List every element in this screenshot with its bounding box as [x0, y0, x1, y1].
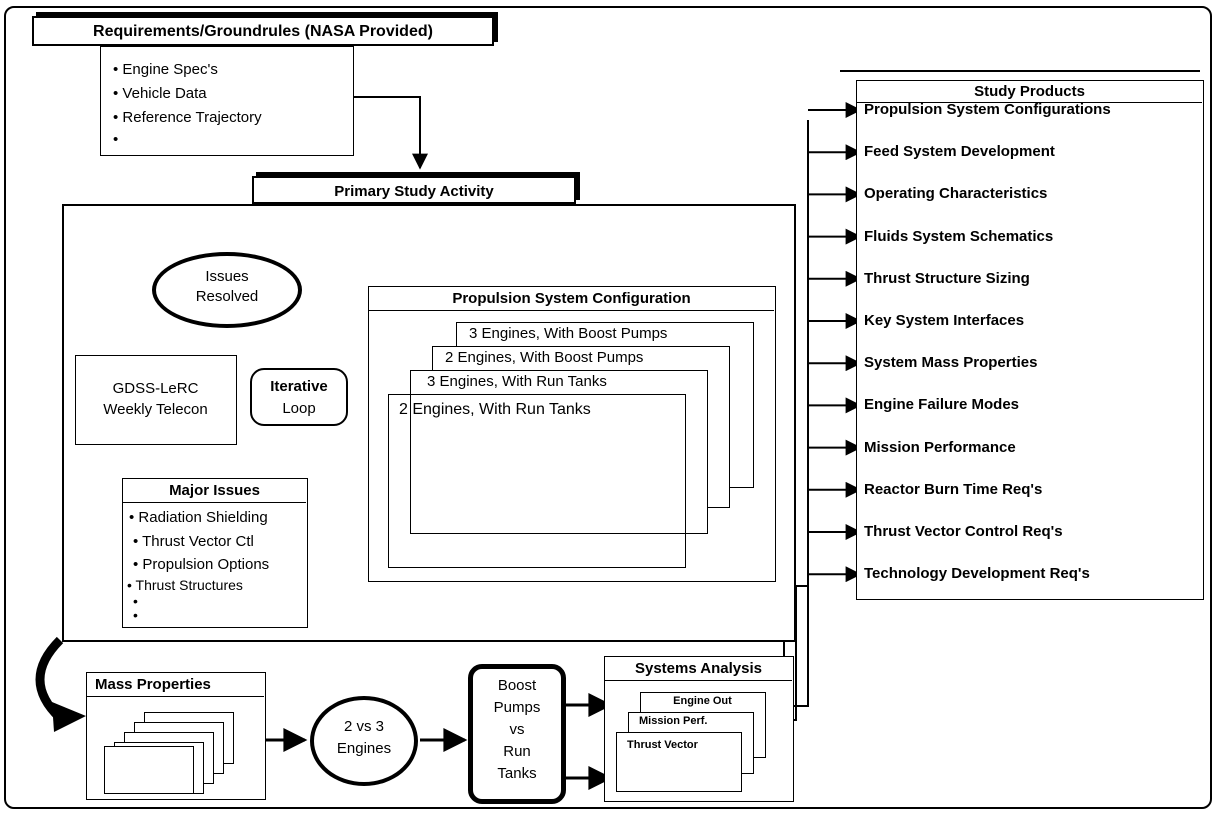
boost-line1: Boost — [497, 677, 537, 694]
systems-analysis-title: Systems Analysis — [605, 660, 792, 681]
mass-properties-title: Mass Properties — [87, 676, 264, 697]
study-product-item: Technology Development Req's — [864, 565, 1090, 583]
requirement-item: • Engine Spec's — [113, 61, 218, 78]
mass-card — [104, 746, 194, 794]
study-product-item: Fluids System Schematics — [864, 227, 1054, 245]
engines-compare-line2: Engines — [336, 740, 392, 757]
req-to-primary-arrow — [352, 96, 428, 170]
requirements-title: Requirements/Groundrules (NASA Provided) — [93, 23, 433, 40]
issues-resolved-ellipse: Issues Resolved — [152, 252, 302, 328]
study-product-item: Feed System Development — [864, 143, 1055, 161]
telecon-line2: Weekly Telecon — [103, 401, 208, 418]
curve-arrow-mass — [35, 636, 64, 722]
requirements-header: Requirements/Groundrules (NASA Provided) — [32, 16, 494, 46]
study-product-item: Engine Failure Modes — [864, 396, 1020, 414]
study-products-tab — [840, 70, 1200, 84]
study-product-item: Thrust Structure Sizing — [864, 269, 1030, 287]
sa-card-label: Thrust Vector — [627, 739, 698, 751]
study-product-item: Mission Performance — [864, 438, 1016, 456]
requirement-item: • — [113, 131, 119, 148]
boost-line5: Tanks — [497, 765, 537, 782]
sa-card-label: Engine Out — [673, 695, 732, 707]
sa-card-label: Mission Perf. — [639, 715, 708, 727]
iterative-line2: Loop — [282, 400, 316, 417]
study-products-title: Study Products — [857, 83, 1202, 103]
primary-activity-title: Primary Study Activity — [334, 183, 494, 200]
curve-arrow-mass-head — [52, 702, 86, 732]
config-card-2-run: 2 Engines, With Run Tanks — [388, 394, 686, 568]
major-issue-item: • Radiation Shielding — [129, 509, 268, 526]
major-issue-item: • Propulsion Options — [133, 556, 270, 573]
sa-card-thrust-vector: Thrust Vector — [616, 732, 742, 792]
issues-resolved-line2: Resolved — [195, 288, 259, 305]
issues-resolved-line1: Issues — [205, 268, 249, 285]
study-product-item: Thrust Vector Control Req's — [864, 523, 1063, 540]
study-product-item: System Mass Properties — [864, 354, 1038, 372]
requirements-list-box: • Engine Spec's • Vehicle Data • Referen… — [100, 46, 354, 156]
product-arrows — [808, 102, 862, 583]
study-products-panel: Study Products — [856, 80, 1204, 600]
major-issue-item: • — [133, 607, 138, 623]
study-product-item: Reactor Burn Time Req's — [864, 480, 1043, 498]
config-card-label: 2 Engines, With Run Tanks — [399, 401, 591, 418]
config-card-label: 3 Engines, With Run Tanks — [427, 373, 607, 390]
iterative-loop-box: Iterative Loop — [250, 368, 348, 426]
major-issues-title: Major Issues — [123, 482, 306, 503]
engines-compare-circle: 2 vs 3 Engines — [310, 696, 418, 786]
telecon-line1: GDSS-LeRC — [112, 380, 199, 397]
config-card-3-run: 3 Engines, With Run Tanks — [410, 370, 708, 534]
boost-vs-run-box: Boost Pumps vs Run Tanks — [468, 664, 566, 804]
primary-activity-header: Primary Study Activity — [252, 176, 576, 204]
major-issue-item: • Thrust Structures — [127, 577, 243, 593]
boost-line4: Run — [503, 743, 531, 760]
study-product-item: Operating Characteristics — [864, 185, 1048, 203]
requirement-item: • Vehicle Data — [113, 85, 207, 102]
boost-line2: Pumps — [493, 699, 541, 716]
config-card-label: 3 Engines, With Boost Pumps — [469, 325, 668, 342]
config-card-label: 2 Engines, With Boost Pumps — [445, 349, 644, 366]
study-product-item: Propulsion System Configurations — [864, 101, 1111, 118]
engines-compare-line1: 2 vs 3 — [343, 718, 385, 735]
iterative-line1: Iterative — [270, 378, 328, 395]
major-issue-item: • — [133, 593, 138, 609]
study-product-item: Key System Interfaces — [864, 312, 1025, 329]
major-issue-item: • Thrust Vector Ctl — [133, 533, 254, 550]
propulsion-config-title: Propulsion System Configuration — [369, 290, 774, 311]
boost-line3: vs — [509, 721, 525, 738]
telecon-box: GDSS-LeRC Weekly Telecon — [75, 355, 237, 445]
major-issues-box: Major Issues • Radiation Shielding • Thr… — [122, 478, 308, 628]
requirement-item: • Reference Trajectory — [113, 109, 262, 126]
